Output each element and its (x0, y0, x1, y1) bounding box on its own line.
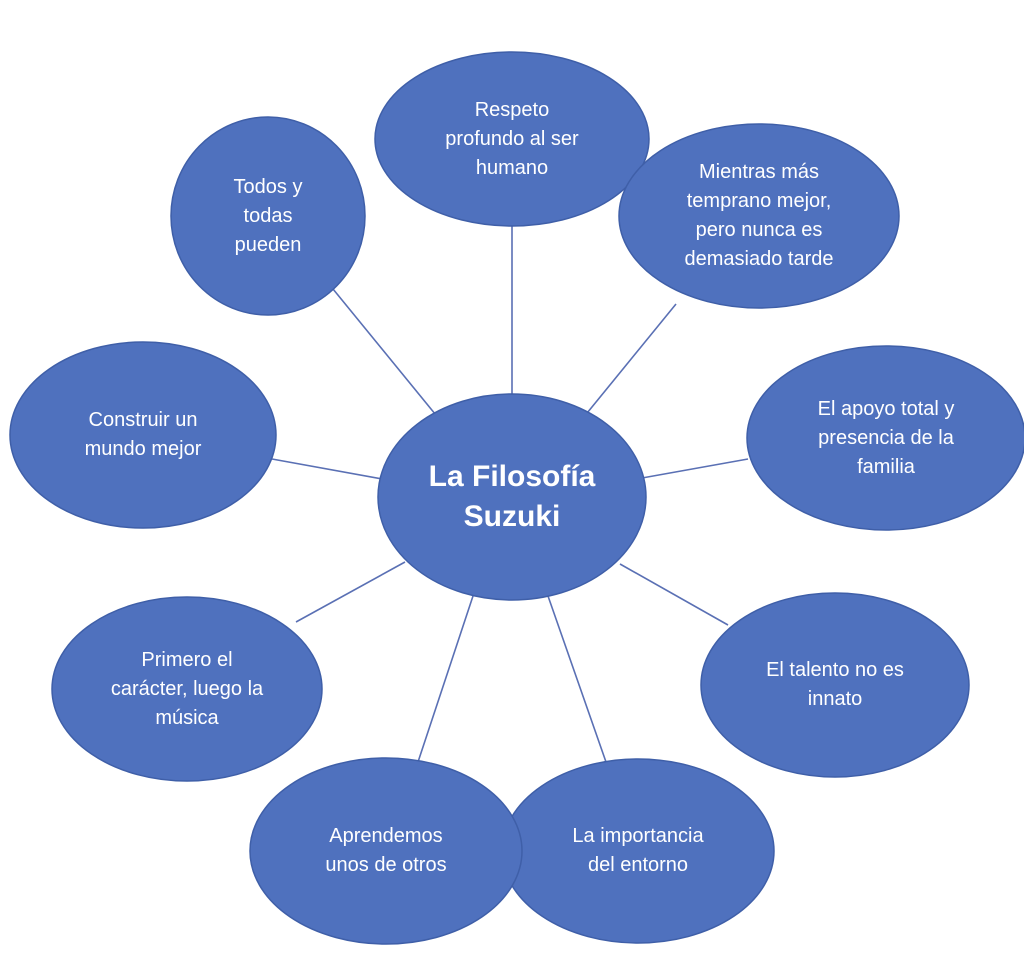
node-shape-apoyo (746, 345, 1024, 531)
connector-primero (295, 561, 406, 623)
node-label-apoyo: El apoyo total y presencia de la familia (817, 397, 955, 478)
node-shape-construir (9, 341, 277, 529)
node-apoyo: El apoyo total y presencia de la familia (747, 346, 1024, 530)
connector-apoyo (641, 458, 749, 479)
connector-entorno (547, 595, 607, 763)
node-label-entorno: La importancia del entorno (572, 825, 704, 876)
connector-todos (332, 288, 441, 421)
node-shape-talento (700, 592, 970, 778)
node-shapes (9, 51, 1024, 945)
node-label-primero: Primero el carácter, luego la música (110, 648, 264, 729)
node-todos: Todos y todas pueden (171, 117, 365, 315)
node-mientras: Mientras más temprano mejor, pero nunca … (619, 124, 899, 308)
node-label-respeto: Respeto profundo al ser humano (445, 98, 579, 179)
node-label-mientras: Mientras más temprano mejor, pero nunca … (684, 161, 834, 270)
node-aprendemos: Aprendemos unos de otros (250, 758, 522, 944)
node-primero: Primero el carácter, luego la música (52, 597, 322, 781)
center-node-label: La Filosofía Suzuki (428, 460, 596, 533)
node-shape-todos (170, 116, 366, 316)
connector-mientras (582, 303, 677, 419)
connector-construir (271, 458, 383, 480)
node-label-todos: Todos y todas pueden (233, 175, 303, 256)
node-shape-mientras (618, 123, 900, 309)
node-shape-primero (51, 596, 323, 782)
node-label-aprendemos: Aprendemos unos de otros (325, 825, 447, 876)
node-label-construir: Construir un mundo mejor (84, 409, 202, 460)
center-node-shape (377, 393, 647, 601)
node-construir: Construir un mundo mejor (10, 342, 276, 528)
node-talento: El talento no es innato (701, 593, 969, 777)
node-shape-aprendemos (249, 757, 523, 945)
node-shape-respeto (374, 51, 650, 227)
connectors (271, 226, 749, 763)
node-entorno: La importancia del entorno (502, 759, 774, 943)
connector-aprendemos (417, 595, 474, 763)
center-node: La Filosofía Suzuki (378, 394, 646, 600)
node-respeto: Respeto profundo al ser humano (375, 52, 649, 226)
node-label-talento: El talento no es innato (766, 659, 904, 710)
connector-talento (619, 563, 729, 626)
